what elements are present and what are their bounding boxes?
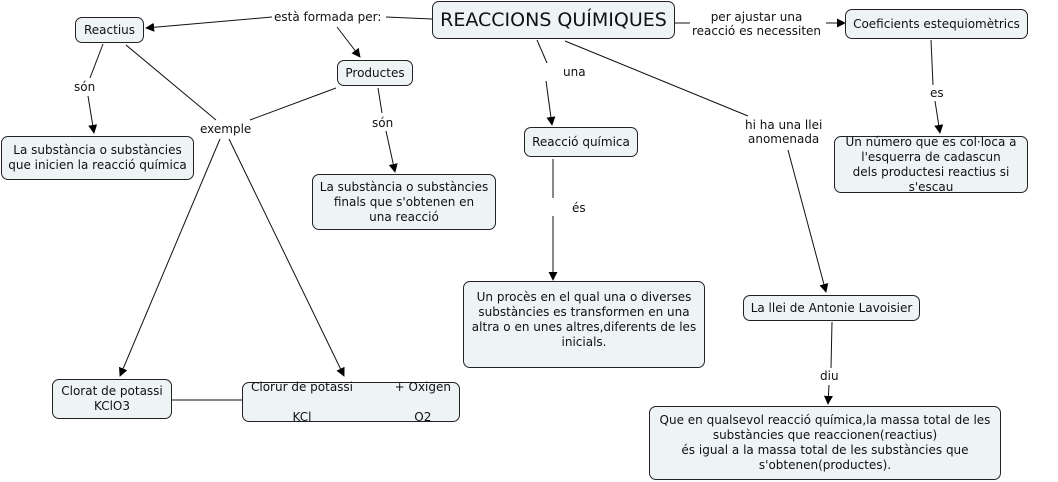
link-label-son-reactius: són: [72, 80, 98, 94]
edge-lavoisier-diu: [830, 321, 833, 369]
node-clorat-potassi[interactable]: Clorat de potassi KClO3: [52, 379, 172, 419]
edge-main-formada: [385, 16, 433, 20]
edge-coef-es: [930, 39, 934, 86]
link-label-diu: diu: [818, 369, 841, 383]
node-coeficients[interactable]: Coeficients estequiomètrics: [845, 9, 1028, 39]
clorat-formula: KClO3: [93, 399, 130, 413]
edge-exemple-clorat: [119, 138, 221, 377]
link-label-llei: hi ha una llei anomenada: [743, 118, 825, 146]
link-label-son-productes: són: [370, 116, 396, 130]
node-coeficients-definition[interactable]: Un número que es col·loca a l'esquerra d…: [834, 135, 1028, 194]
node-reaccions-quimiques[interactable]: REACCIONS QUÍMIQUES: [432, 1, 675, 39]
edge-formada-productes: [336, 26, 361, 58]
edge-una-reaccio: [545, 80, 556, 126]
node-reactius[interactable]: Reactius: [75, 17, 144, 43]
link-label-una: una: [561, 65, 588, 79]
edge-es-coefdef: [934, 100, 944, 134]
edge-productes-son: [377, 87, 383, 114]
edge-diu-lleidef: [823, 384, 833, 405]
edge-main-una: [536, 39, 548, 64]
edge-reactius-son: [89, 43, 104, 79]
link-label-exemple: exemple: [198, 122, 254, 136]
node-reactius-definition[interactable]: La substància o substàncies que inicien …: [1, 136, 194, 180]
edge-son-productesdef: [385, 130, 398, 173]
edge-exemple-clorur: [228, 138, 345, 377]
node-clorur-oxigen[interactable]: Clorur de potassi KCl + Oxigen O2: [242, 380, 460, 424]
edge-llei-lavoisier: [787, 149, 829, 293]
edge-productes-exemple: [249, 87, 337, 121]
oxigen-name: + Oxigen: [394, 379, 451, 394]
node-productes[interactable]: Productes: [337, 60, 413, 86]
edge-reactius-exemple: [125, 44, 217, 121]
link-label-es: és: [570, 201, 588, 215]
clorur-formula: KCl: [292, 409, 312, 424]
clorat-name: Clorat de potassi: [61, 384, 163, 398]
node-reaccio-quimica[interactable]: Reacció química: [524, 127, 638, 157]
edge-son-reactiusdef: [87, 95, 98, 134]
clorur-column: Clorur de potassi KCl: [251, 365, 353, 440]
link-label-ajustar: per ajustar una reacció es necessiten: [690, 10, 824, 38]
oxigen-column: + Oxigen O2: [395, 365, 451, 440]
edge-formada-reactius: [145, 16, 273, 32]
node-llei-definition[interactable]: Que en qualsevol reacció química,la mass…: [649, 406, 1001, 480]
oxigen-formula: O2: [414, 409, 432, 424]
node-reaccio-definition[interactable]: Un procès en el qual una o diverses subs…: [463, 281, 705, 368]
node-productes-definition[interactable]: La substància o substàncies finals que s…: [312, 174, 496, 230]
node-llei-lavoisier[interactable]: La llei de Antonie Lavoisier: [743, 295, 920, 321]
clorur-name: Clorur de potassi: [251, 379, 354, 394]
edge-main-llei: [564, 40, 749, 117]
link-label-formada: està formada per:: [272, 10, 384, 24]
link-label-es-coef: es: [928, 86, 946, 100]
